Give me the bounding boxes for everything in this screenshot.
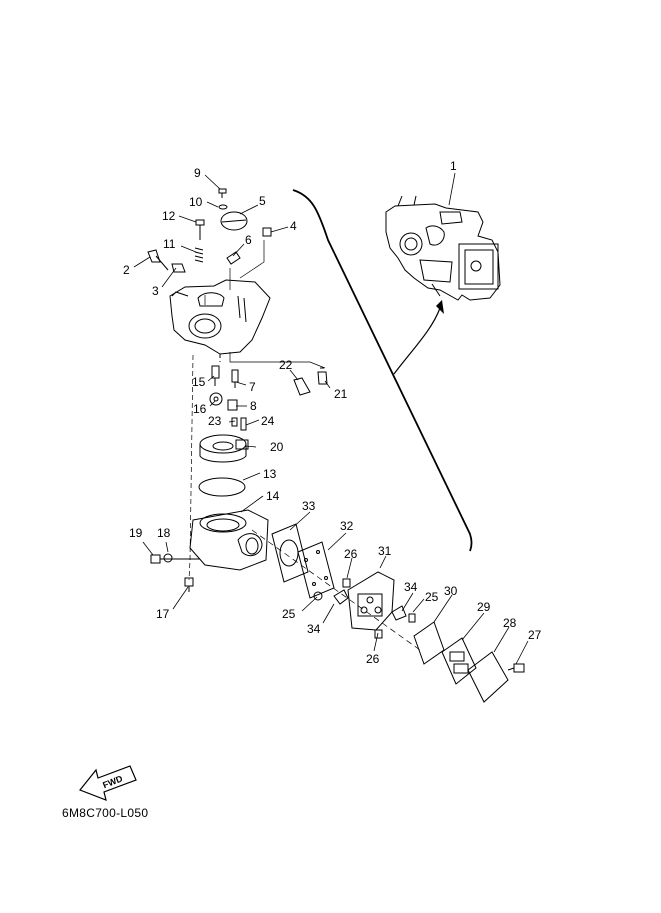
assembly-guides: [188, 240, 421, 651]
callout-label: 11: [163, 237, 176, 251]
callout-label: 5: [259, 194, 266, 208]
float-bowl-section: [150, 434, 269, 592]
callout-label: 32: [340, 519, 354, 533]
callout-label: 2: [123, 263, 130, 277]
callout-label: 26: [366, 652, 380, 666]
callout-label: 15: [192, 375, 206, 389]
callout-label: 14: [266, 489, 280, 503]
callout-label: 23: [208, 414, 222, 428]
callout-label: 10: [189, 195, 203, 209]
leader-lines: [133, 172, 529, 665]
callout-label: 31: [378, 544, 392, 558]
callout-label: 17: [156, 607, 170, 621]
callout-label: 26: [344, 547, 358, 561]
callout-label: 22: [279, 358, 293, 372]
drawing-code: 6M8C700-L050: [62, 806, 149, 820]
callout-label: 21: [334, 387, 348, 401]
fwd-arrow: FWD: [79, 765, 137, 801]
callout-label: 34: [404, 580, 418, 594]
callout-label: 34: [307, 622, 321, 636]
jets-parts: [209, 365, 328, 431]
callout-label: 7: [249, 380, 256, 394]
callout-label: 25: [425, 590, 439, 604]
fuel-pump-parts: [271, 523, 525, 703]
callout-label: 6: [245, 233, 252, 247]
callout-label: 30: [444, 584, 458, 598]
callout-label: 1: [450, 159, 457, 173]
callout-label: 24: [261, 414, 275, 428]
callout-label: 28: [503, 616, 517, 630]
small-parts-upper: [147, 188, 272, 273]
callout-label: 29: [477, 600, 491, 614]
carburetor-upper-body: [169, 279, 271, 362]
carburetor-assembly-drawing: [385, 195, 501, 301]
callout-label: 8: [250, 399, 257, 413]
callout-label: 33: [302, 499, 316, 513]
assembly-reference-line: [292, 189, 473, 552]
callout-label: 9: [194, 166, 201, 180]
callout-label: 19: [129, 526, 143, 540]
callout-label: 4: [290, 219, 297, 233]
callout-label: 12: [162, 209, 176, 223]
callout-label: 20: [270, 440, 284, 454]
callout-label: 13: [263, 467, 277, 481]
callout-label: 18: [157, 526, 171, 540]
callout-label: 3: [152, 284, 159, 298]
callout-label: 27: [528, 628, 542, 642]
callout-label: 25: [282, 607, 296, 621]
callout-label: 16: [193, 402, 207, 416]
